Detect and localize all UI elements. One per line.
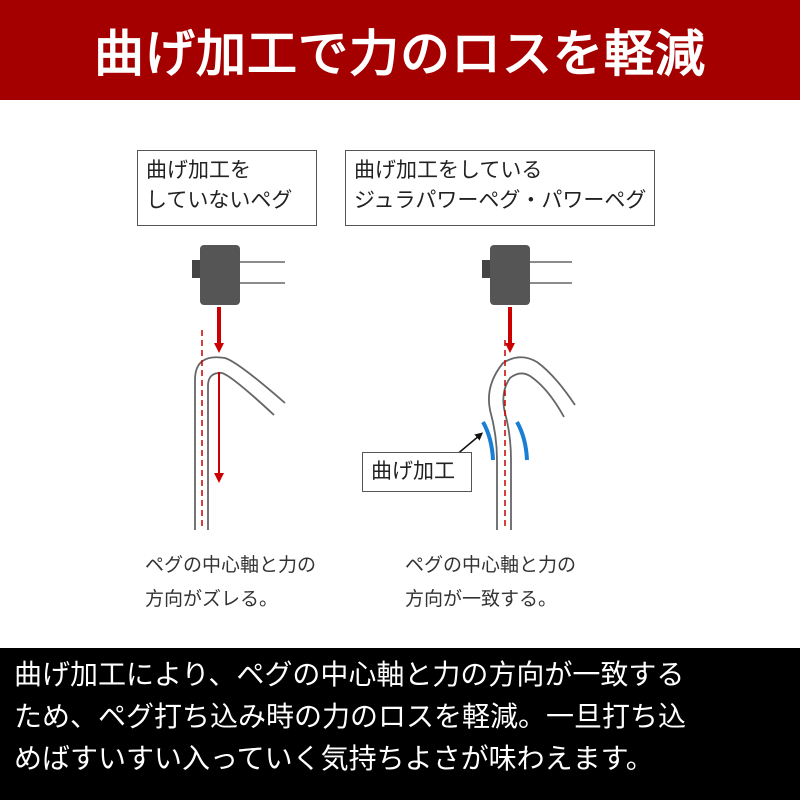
peg-comparison-diagram: 曲げ加工を していないペグ 曲げ加工をしている ジュラパワーペグ・パワーペグ 曲… <box>0 100 800 648</box>
description-line-2: ため、ペグ打ち込み時の力のロスを軽減。一旦打ち込 <box>14 700 687 733</box>
right-peg <box>488 356 576 530</box>
page-title: 曲げ加工で力のロスを軽減 <box>94 25 706 83</box>
left-hammer <box>192 245 285 305</box>
title-banner: 曲げ加工で力のロスを軽減 <box>0 0 800 100</box>
bend-marker-left <box>481 421 495 461</box>
description-banner: 曲げ加工により、ペグの中心軸と力の方向が一致する ため、ペグ打ち込み時の力のロス… <box>0 648 800 800</box>
bend-marker-right <box>515 421 529 461</box>
bent-peg-caption: ペグの中心軸と力の 方向が一致する。 <box>405 554 577 610</box>
unbent-peg-caption: ペグの中心軸と力の 方向がズレる。 <box>145 554 317 610</box>
description-line-1: 曲げ加工により、ペグの中心軸と力の方向が一致する <box>14 658 685 691</box>
bent-peg-label: 曲げ加工をしている ジュラパワーペグ・パワーペグ <box>345 150 655 226</box>
bend-label: 曲げ加工 <box>362 452 472 492</box>
right-hammer <box>482 245 572 305</box>
unbent-peg-label: 曲げ加工を していないペグ <box>137 150 317 226</box>
diagram-illustration <box>192 245 576 530</box>
description-line-3: めばすいすい入っていく気持ちよさが味わえます。 <box>14 742 654 775</box>
left-peg <box>194 356 286 530</box>
